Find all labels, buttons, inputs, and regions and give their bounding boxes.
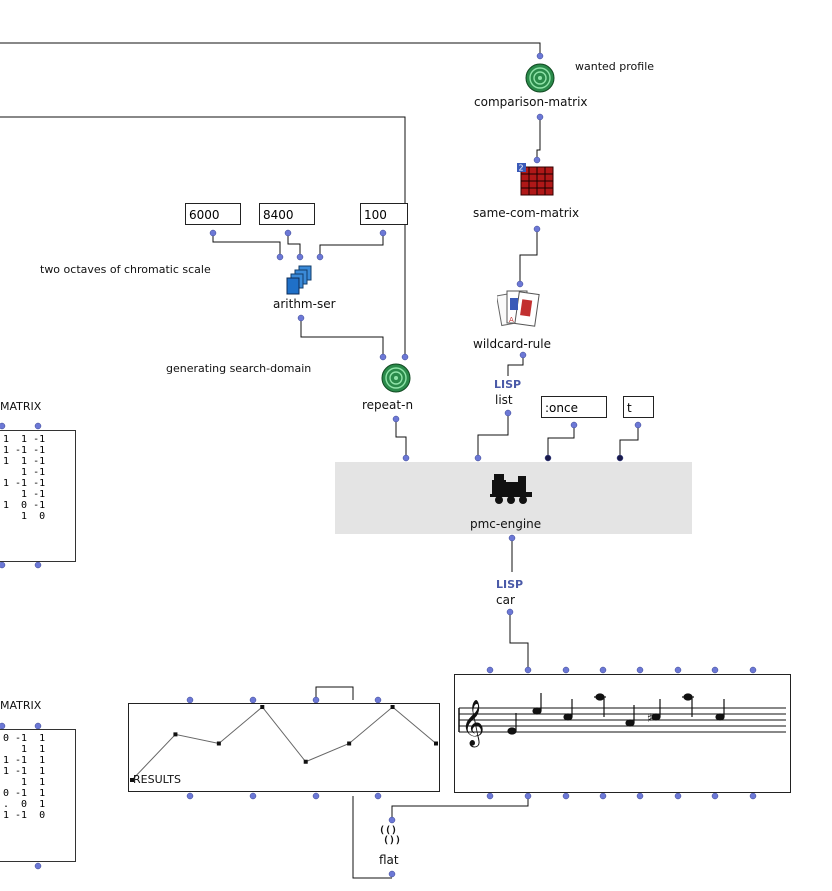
locomotive-icon <box>488 470 536 506</box>
matrix-row: 1 -1 -1 <box>3 478 46 489</box>
matrix-row: 1 1 <box>3 744 46 755</box>
matrix-row: 1 -1 1 <box>3 766 46 777</box>
list-label[interactable]: list <box>495 393 513 407</box>
flat-label: flat <box>379 853 399 867</box>
bpf-point[interactable] <box>303 759 308 764</box>
green-spiral-icon <box>525 63 555 93</box>
score-notes <box>507 693 725 735</box>
matrix-row: 1 -1 <box>3 489 46 500</box>
outlet-dots[interactable] <box>0 52 757 878</box>
matrix-row: 1 -1 <box>3 467 46 478</box>
lisp-car-tag: LISP <box>496 578 524 591</box>
matrix-row: 1 1 -1 <box>3 434 46 445</box>
svg-text:()): ()) <box>383 835 401 846</box>
sharp-icon: ♯ <box>647 711 653 725</box>
parentheses-icon: (() ()) <box>379 825 401 846</box>
red-grid-icon: 2 <box>517 163 554 196</box>
lisp-list-tag: LISP <box>494 378 522 391</box>
green-spiral-icon <box>381 363 411 393</box>
matrix-row: 1 -1 -1 <box>3 445 46 456</box>
patch-connections <box>0 42 639 879</box>
matrix-row: 1 1 <box>3 777 46 788</box>
wildcard-rule-box[interactable]: A <box>495 288 545 332</box>
repeat-n-label: repeat-n <box>362 398 414 412</box>
results-label: RESULTS <box>133 773 181 786</box>
treble-clef-icon: 𝄞 <box>461 700 485 748</box>
comparison-matrix-box[interactable] <box>524 62 556 94</box>
bpf-point[interactable] <box>260 705 265 709</box>
matrix-bottom-label: MATRIX <box>0 699 42 712</box>
svg-text:2: 2 <box>519 164 524 173</box>
input-6000[interactable]: 6000 <box>185 203 241 225</box>
bpf-line <box>131 706 437 781</box>
bpf-point[interactable] <box>390 705 395 709</box>
same-com-matrix-label: same-com-matrix <box>473 206 580 220</box>
wildcard-rule-label: wildcard-rule <box>473 337 551 351</box>
matrix-top-label: MATRIX <box>0 400 42 413</box>
results-bpf-editor[interactable]: RESULTS <box>128 703 440 792</box>
matrix-row: 1 0 <box>3 511 46 522</box>
matrix-row: 1 0 -1 <box>3 500 46 511</box>
svg-text:((): (() <box>379 825 397 836</box>
comment-two-octaves: two octaves of chromatic scale <box>40 263 211 276</box>
car-label[interactable]: car <box>496 593 515 607</box>
bpf-point[interactable] <box>130 778 134 782</box>
bpf-point[interactable] <box>347 741 352 746</box>
matrix-row: 1 1 -1 <box>3 456 46 467</box>
blue-stack-icon <box>286 265 312 295</box>
bpf-point[interactable] <box>434 741 438 746</box>
input-100[interactable]: 100 <box>360 203 408 225</box>
results-chart <box>130 705 438 782</box>
matrix-row: 0 -1 1 <box>3 733 46 744</box>
svg-text:A: A <box>509 316 514 324</box>
pmc-engine-label: pmc-engine <box>470 517 542 531</box>
arithm-ser-box[interactable] <box>285 264 315 296</box>
matrix-row: 1 -1 1 <box>3 755 46 766</box>
comment-generating: generating search-domain <box>166 362 312 375</box>
same-com-matrix-box[interactable]: 2 <box>517 163 557 197</box>
comment-wanted-profile: wanted profile <box>575 60 655 73</box>
score-editor[interactable]: 𝄞 ♯ <box>454 674 791 793</box>
comparison-matrix-label: comparison-matrix <box>474 95 588 109</box>
repeat-n-box[interactable] <box>380 362 412 394</box>
matrix-row: 0 -1 1 <box>3 788 46 799</box>
input-8400[interactable]: 8400 <box>259 203 315 225</box>
matrix-row: . 0 1 <box>3 799 46 810</box>
arithm-ser-label: arithm-ser <box>273 297 336 311</box>
bpf-point[interactable] <box>216 741 221 746</box>
input-t[interactable]: t <box>623 396 654 418</box>
flat-box[interactable]: (() ()) <box>378 823 404 847</box>
input-once[interactable]: :once <box>541 396 607 418</box>
playing-cards-icon: A <box>495 290 540 327</box>
score-staff: 𝄞 ♯ <box>458 693 786 748</box>
bpf-point[interactable] <box>173 732 178 737</box>
matrix-row: 1 -1 0 <box>3 810 46 821</box>
